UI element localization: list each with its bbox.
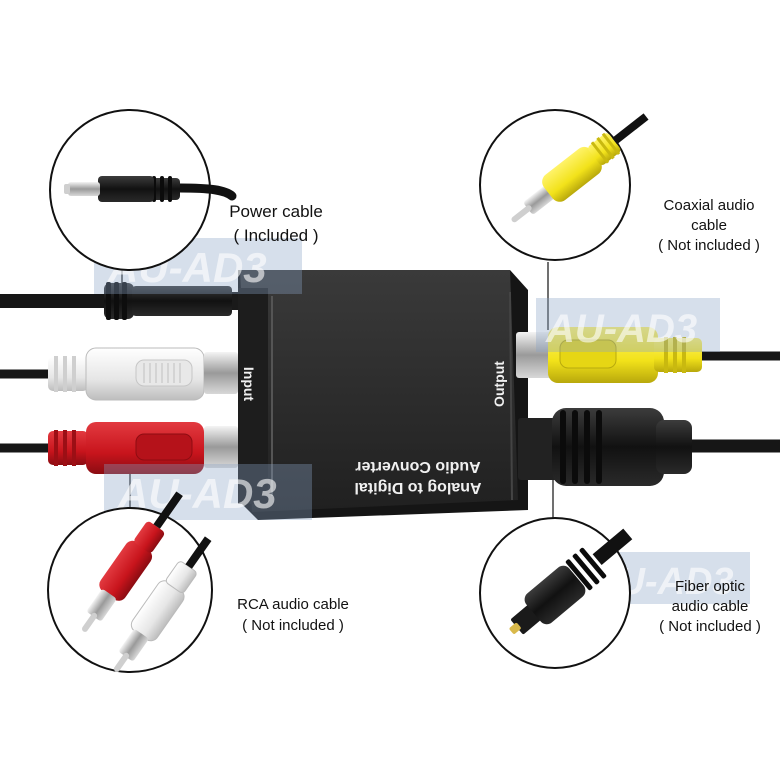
rca-cable-note: ( Not included ) [242, 617, 344, 634]
fiber-optic-callout [479, 517, 633, 669]
coaxial-cable-callout [479, 109, 649, 261]
yellow-coax-plug [516, 327, 702, 383]
power-cable-title: Power cable [229, 202, 323, 221]
dc-plug-illustration [64, 176, 237, 202]
watermark-2: AU-AD3 [545, 307, 697, 351]
coaxial-cable-note: ( Not included ) [658, 237, 760, 254]
white-rca-plug [48, 347, 238, 401]
converter-box [238, 270, 528, 520]
output-port-label: Output [491, 361, 507, 407]
power-cable-callout [49, 109, 237, 271]
toslink-illustration [509, 528, 633, 634]
rca-cable-label: RCA audio cable ( Not included ) [218, 594, 368, 636]
power-cable-note: ( Included ) [233, 226, 319, 245]
fiber-optic-label: Fiber optic audio cable ( Not included ) [630, 577, 780, 637]
fiber-optic-title-2: audio cable [671, 598, 749, 615]
coaxial-cable-title-2: cable [691, 217, 727, 234]
input-port-label: Input [241, 367, 257, 402]
power-cable-label: Power cable ( Included ) [196, 200, 356, 248]
device-title-line1: Analog to Digital [354, 479, 481, 496]
yellow-rca-illustration [511, 113, 649, 223]
rca-cable-callout [47, 491, 213, 673]
coaxial-cable-label: Coaxial audio cable ( Not included ) [626, 196, 780, 256]
rca-cable-title: RCA audio cable [237, 596, 349, 613]
device-title-line2: Audio Converter [355, 458, 480, 475]
coaxial-cable-title-1: Coaxial audio [663, 197, 755, 214]
fiber-optic-title-1: Fiber optic [674, 578, 746, 595]
fiber-optic-note: ( Not included ) [659, 618, 761, 635]
device-labels: Input Output Analog to Digital Audio Con… [241, 361, 507, 496]
optical-plug [518, 408, 692, 486]
left-cables [0, 294, 117, 453]
right-cables [683, 351, 780, 453]
rca-pair-illustration [81, 491, 212, 672]
red-rca-plug [48, 422, 238, 474]
